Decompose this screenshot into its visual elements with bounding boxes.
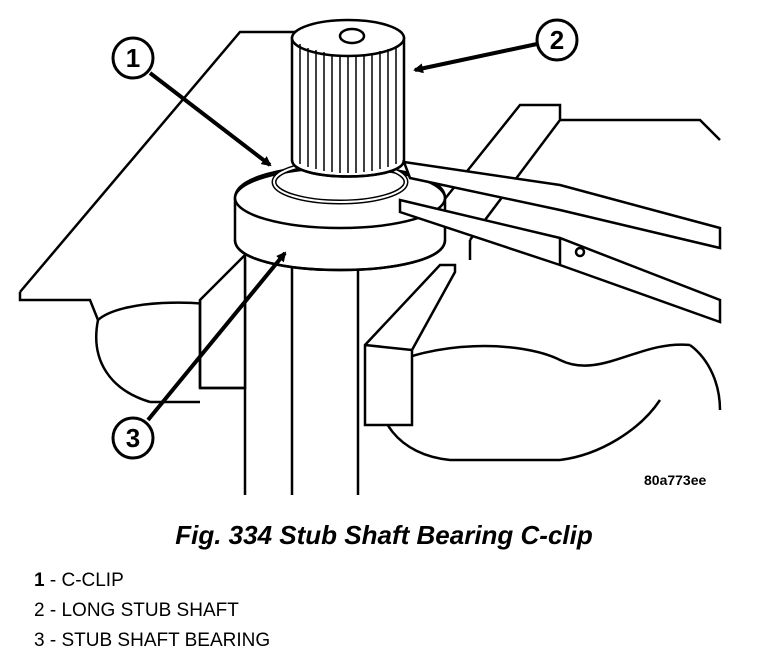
long-stub-shaft	[290, 18, 406, 178]
callout-3-number: 3	[126, 423, 140, 453]
legend-item-number: 1	[34, 570, 45, 591]
legend-item-label: C-CLIP	[61, 570, 124, 591]
leader-lines	[146, 42, 538, 422]
stub-shaft-bearing	[233, 164, 447, 272]
legend-item-label: LONG STUB SHAFT	[61, 600, 239, 621]
snap-ring-pliers	[398, 160, 722, 324]
right-block	[363, 263, 457, 427]
leader-line-1	[148, 71, 272, 167]
legend-item-number: 3	[34, 630, 45, 651]
callout-3: 3	[111, 416, 155, 460]
callout-2-number: 2	[550, 25, 564, 55]
figure-reference-code: 80a773ee	[644, 472, 707, 488]
legend-item-3: 3 - STUB SHAFT BEARING	[34, 630, 271, 651]
figure-caption: Fig. 334 Stub Shaft Bearing C-clip	[175, 520, 593, 550]
stub-shaft-diagram: 1 2 3	[18, 18, 722, 495]
callout-1: 1	[111, 36, 155, 80]
leader-line-2	[413, 42, 538, 74]
legend-item-1: 1 - C-CLIP	[34, 570, 124, 591]
leader-line-3	[146, 251, 287, 422]
left-block	[198, 251, 247, 390]
figure-legend: 1 - C-CLIP 2 - LONG STUB SHAFT 3 - STUB …	[34, 566, 270, 656]
callout-1-number: 1	[126, 43, 140, 73]
callout-2: 2	[535, 18, 579, 62]
legend-item-number: 2	[34, 600, 45, 621]
legend-item-label: STUB SHAFT BEARING	[61, 630, 271, 651]
legend-item-2: 2 - LONG STUB SHAFT	[34, 600, 239, 621]
